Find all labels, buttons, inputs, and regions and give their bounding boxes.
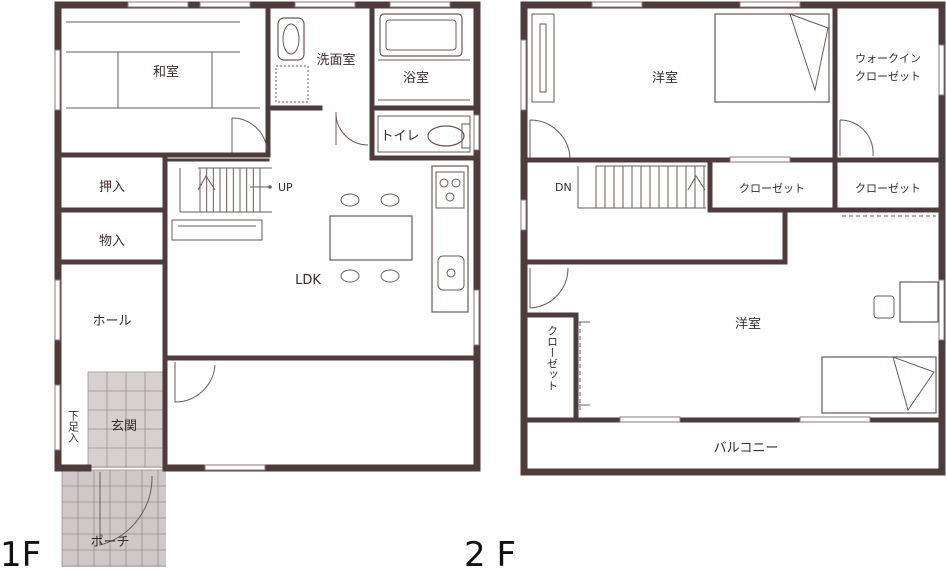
floor-label-1f: 1F (0, 535, 41, 573)
dining-set (329, 193, 413, 283)
stair-note-dn: DN (555, 181, 572, 194)
room-label-hall: ホール (92, 314, 131, 329)
windows-2f (520, 1, 945, 423)
stairs-2f (577, 165, 706, 209)
room-label-genkan: 玄関 (111, 419, 137, 434)
room-label-youshitsu-bottom: 洋室 (735, 316, 761, 332)
room-label-closet-mid: クローゼット (739, 182, 805, 195)
bathtub (378, 13, 470, 101)
kitchen-counter (431, 165, 469, 313)
room-label-balcony: バルコニー (714, 441, 779, 456)
room-label-walkin-line1: ウォークイン (855, 52, 921, 65)
bed-bottom (821, 356, 937, 414)
room-label-toilet: トイレ (380, 129, 419, 144)
room-label-porch: ポーチ (90, 535, 129, 550)
room-label-youshitsu-top: 洋室 (652, 70, 678, 86)
room-label-oshiire: 押入 (99, 180, 125, 195)
room-label-senmenjo: 洗面室 (316, 52, 355, 68)
interior-walls-1f (55, 2, 480, 471)
floor-label-2f: 2 F (464, 535, 516, 573)
chair (380, 269, 400, 283)
floor-2f: 洋室 ウォークイン クローゼット クローゼット クローゼット 洋室 バルコニー … (464, 1, 946, 573)
desk (873, 281, 939, 323)
chair (340, 269, 360, 283)
stair-note-up: UP (278, 181, 293, 194)
chair (340, 193, 360, 207)
windows-1f (54, 1, 480, 471)
stairs-1f (179, 167, 272, 213)
room-label-ldk: LDK (295, 273, 321, 288)
chair (380, 193, 400, 207)
bed-top (531, 13, 830, 103)
room-label-closet-right: クローゼット (855, 182, 921, 195)
wash-basin (275, 17, 309, 103)
porch-tiles (61, 469, 166, 567)
tatami-lines (66, 21, 260, 109)
floor-1f: 和室 洗面室 浴室 トイレ 押入 物入 ホール 玄関 ポーチ LDK UP 下足… (0, 1, 481, 573)
storage-counter (171, 219, 263, 241)
toilet-bowl (377, 115, 471, 153)
closet-rails (579, 215, 936, 412)
room-label-yokushitsu: 浴室 (403, 70, 429, 86)
interior-walls-2f (521, 2, 945, 423)
room-label-closet-vertical: クローゼット (546, 325, 559, 391)
room-label-monoire: 物入 (99, 234, 125, 249)
room-label-getabako: 下足入 (67, 410, 80, 443)
room-label-washitsu: 和室 (153, 64, 179, 80)
doors-1f (99, 111, 369, 546)
room-label-walkin-line2: クローゼット (855, 70, 921, 83)
